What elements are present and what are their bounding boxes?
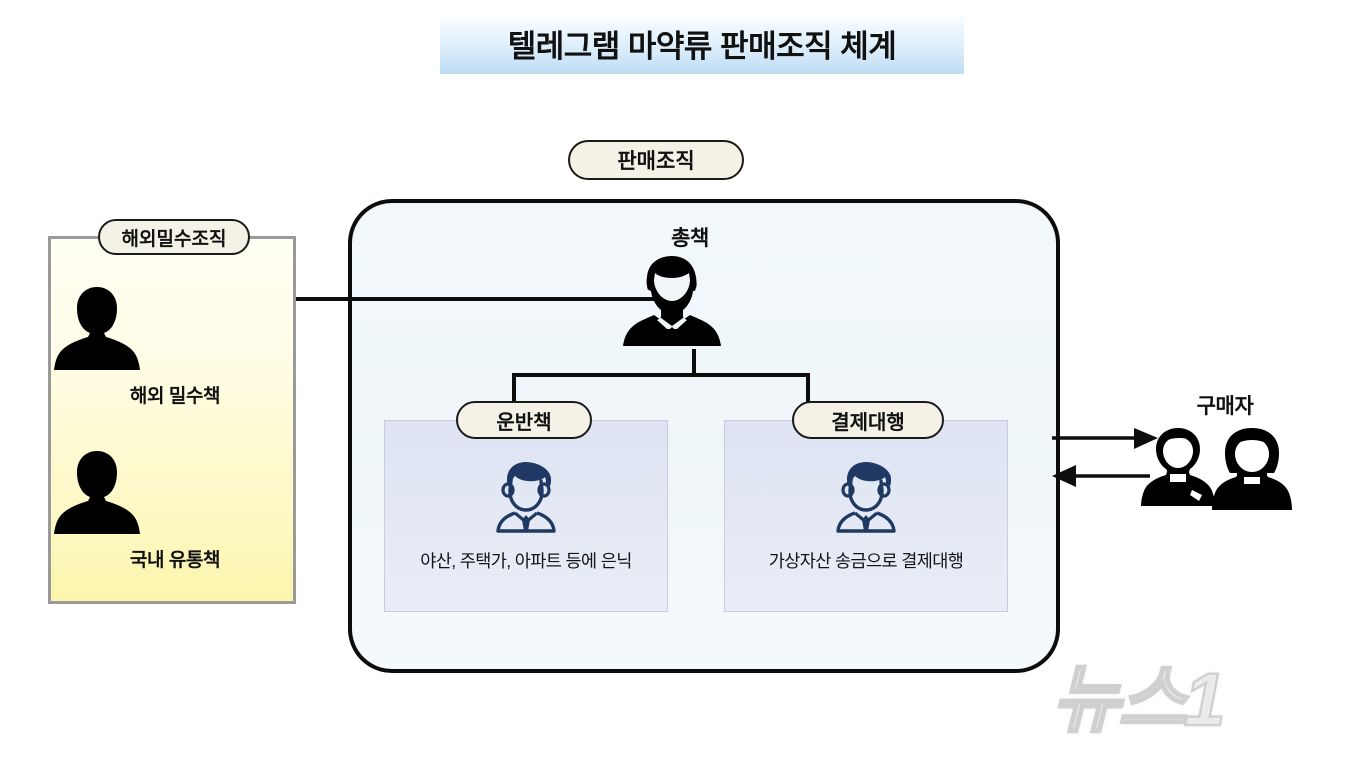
buyers-label: 구매자 [1196, 395, 1254, 418]
smuggler-label-2: 국내 유통책 [129, 550, 221, 571]
sales-organization-pill-label: 판매조직 [568, 140, 744, 180]
news1-watermark: 뉴스1 [1051, 640, 1352, 750]
connector-to-haul [512, 373, 516, 403]
watermark-text: 뉴스1 [1051, 657, 1227, 743]
buyer-exchange-arrows [1052, 428, 1158, 487]
female-silhouette-icon [1212, 428, 1292, 510]
overseas-smuggling-box: 해외 밀수책 국내 유통책 [48, 236, 296, 604]
overseas-smuggling-label-text: 해외밀수조직 [121, 228, 227, 250]
haul-unit-caption: 야산, 주택가, 아파트 등에 은닉 [420, 551, 632, 571]
boss-label: 총책 [671, 227, 709, 250]
buyers-node: 구매자 [1140, 390, 1310, 510]
person-silhouette-icon [54, 451, 140, 534]
connector-smuggling-to-boss [296, 297, 690, 301]
payment-agent-pill-label: 결제대행 [792, 401, 944, 439]
smuggler-figure-1: 해외 밀수책 [51, 281, 299, 408]
male-silhouette-icon [1141, 428, 1215, 506]
page-title: 텔레그램 마약류 판매조직 체계 [507, 28, 897, 64]
payment-agent-label-text: 결제대행 [831, 411, 905, 434]
sales-organization-label-text: 판매조직 [617, 150, 695, 173]
boss-node: 총책 [620, 222, 760, 346]
payment-agent-caption: 가상자산 송금으로 결제대행 [768, 551, 964, 571]
office-worker-icon [496, 462, 556, 533]
payment-agent-box: 가상자산 송금으로 결제대행 [724, 420, 1008, 612]
two-people-icon [1141, 428, 1292, 510]
person-silhouette-icon [54, 287, 140, 370]
haul-unit-pill-label: 운반책 [456, 401, 592, 439]
businessman-silhouette-icon [623, 256, 721, 346]
haul-unit-icon-wrap [487, 457, 565, 535]
smuggler-label-1: 해외 밀수책 [129, 386, 221, 407]
smuggler-figure-2: 국내 유통책 [51, 445, 299, 572]
arrow-to-buyers [1052, 428, 1158, 449]
connector-to-payment [806, 373, 810, 403]
office-worker-icon [836, 462, 896, 533]
connector-boss-vertical [692, 349, 696, 376]
haul-unit-box: 야산, 주택가, 아파트 등에 은닉 [384, 420, 668, 612]
overseas-smuggling-pill-label: 해외밀수조직 [98, 219, 250, 255]
connector-horizontal-bus [512, 373, 810, 377]
payment-agent-icon-wrap [827, 457, 905, 535]
haul-unit-label-text: 운반책 [496, 411, 552, 434]
arrow-from-buyers [1052, 465, 1150, 487]
diagram-title-banner: 텔레그램 마약류 판매조직 체계 [440, 12, 964, 74]
